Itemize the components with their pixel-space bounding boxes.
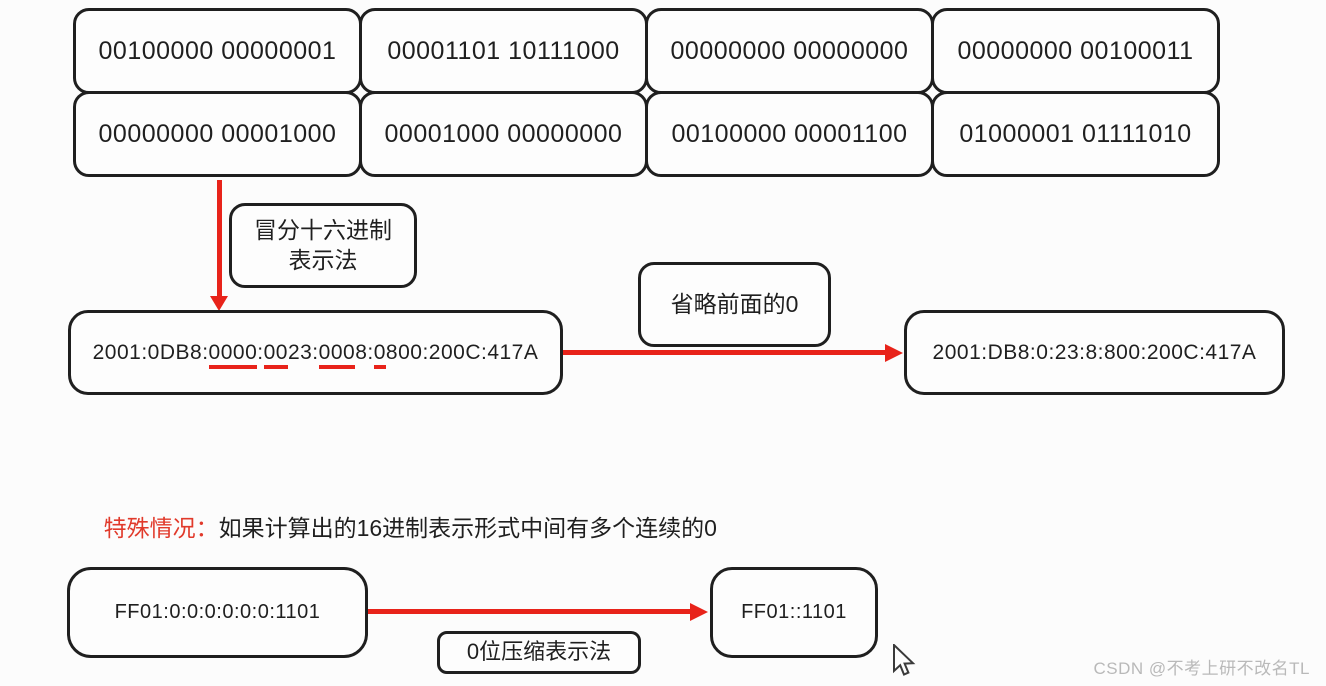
omit-leading-zeros-label: 省略前面的0 — [638, 262, 831, 347]
compression-arrow-head-icon — [690, 603, 708, 621]
shortened-ipv6-address-box: 2001:DB8:0:23:8:800:200C:417A — [904, 310, 1285, 395]
ff01-full-address-text: FF01:0:0:0:0:0:0:1101 — [114, 601, 321, 623]
special-case-heading: 特殊情况：如果计算出的16进制表示形式中间有多个连续的0 — [78, 482, 717, 570]
full-ipv6-address-box: 2001:0DB8:0000:0023:0008:0800:200C:417A — [68, 310, 563, 395]
binary-group-box: 01000001 01111010 — [931, 91, 1220, 177]
mouse-cursor-icon — [893, 644, 916, 676]
binary-group-box: 00000000 00001000 — [73, 91, 362, 177]
zero-compression-text: 0位压缩表示法 — [466, 639, 612, 665]
omit-zeros-arrow-line — [563, 350, 887, 355]
csdn-watermark: CSDN @不考上研不改名TL — [1093, 659, 1310, 678]
omit-zeros-arrow-head-icon — [885, 344, 903, 362]
binary-group-box: 00000000 00100011 — [931, 8, 1220, 94]
ff01-compressed-address-text: FF01::1101 — [741, 601, 847, 623]
binary-grid-row-2: 00000000 00001000 00001000 00000000 0010… — [73, 91, 1220, 177]
binary-grid: 00100000 00000001 00001101 10111000 0000… — [73, 8, 1220, 177]
special-case-text: 如果计算出的16进制表示形式中间有多个连续的0 — [218, 515, 717, 541]
omit-leading-zeros-text: 省略前面的0 — [670, 290, 799, 317]
compression-arrow-line — [368, 609, 692, 614]
colon-hex-label-line1: 冒分十六进制 — [254, 216, 392, 243]
binary-group-box: 00100000 00001100 — [645, 91, 934, 177]
down-arrow-line — [217, 180, 222, 297]
binary-group-box: 00000000 00000000 — [645, 8, 934, 94]
ff01-compressed-address-box: FF01::1101 — [710, 567, 878, 658]
full-ipv6-address-text: 2001:0DB8:0000:0023:0008:0800:200C:417A — [93, 340, 539, 369]
colon-hex-label-line2: 表示法 — [288, 246, 358, 273]
ff01-full-address-box: FF01:0:0:0:0:0:0:1101 — [67, 567, 368, 658]
binary-group-box: 00001101 10111000 — [359, 8, 648, 94]
binary-group-box: 00100000 00000001 — [73, 8, 362, 94]
special-case-prefix: 特殊情况： — [103, 515, 219, 541]
zero-compression-label: 0位压缩表示法 — [437, 631, 641, 674]
down-arrow-head-icon — [210, 296, 228, 311]
colon-hex-notation-label: 冒分十六进制 表示法 — [229, 203, 417, 288]
shortened-ipv6-address-text: 2001:DB8:0:23:8:800:200C:417A — [932, 340, 1257, 364]
binary-group-box: 00001000 00000000 — [359, 91, 648, 177]
binary-grid-row-1: 00100000 00000001 00001101 10111000 0000… — [73, 8, 1220, 94]
